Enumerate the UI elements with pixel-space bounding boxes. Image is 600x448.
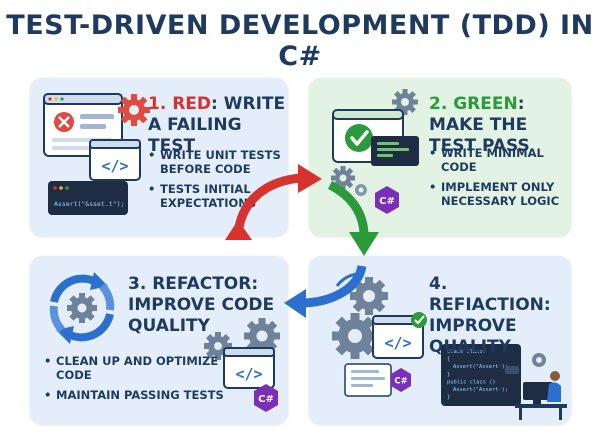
gear-icon [332, 313, 378, 359]
code-line: Assert("Assert·); [453, 364, 508, 370]
code-line: } [447, 395, 450, 401]
checkmark-icon [345, 124, 373, 152]
code-window-icon: </> [89, 139, 141, 181]
svg-text:</>: </> [101, 157, 128, 175]
csharp-logo-icon: C# [254, 384, 278, 412]
checkmark-icon [411, 312, 427, 328]
terminal-code-text: Assert("&sset.t"); [54, 200, 124, 208]
browser-error-icon [43, 93, 123, 157]
list-item: MAINTAIN PASSING TESTS [44, 388, 224, 402]
svg-text:C#: C# [258, 394, 274, 405]
svg-text:C#: C# [394, 377, 407, 387]
panel-refactor: </> C# 3. REFACTOR: IMPROVE CODE QUALITY… [30, 256, 288, 424]
page-title: TEST-DRIVEN DEVELOPMENT (TDD) IN C# [6, 10, 594, 72]
panel-red-keyword: RED [172, 94, 212, 114]
red-illustration: </> Assert("&sset.t"); [43, 93, 150, 215]
panel-green-keyword: GREEN [453, 94, 518, 114]
svg-text:C#: C# [379, 196, 395, 207]
cycle-arrows-icon [49, 272, 115, 344]
panel-red-title: 1. RED: WRITE A FAILING TEST [148, 94, 288, 157]
code-line: class Clasor [447, 349, 487, 355]
gear-icon [67, 293, 97, 323]
gear-icon [331, 166, 355, 190]
code-line: public class () [447, 379, 496, 385]
panel-red-bullets: WRITE UNIT TESTS BEFORE CODE TESTS INITI… [148, 148, 284, 216]
list-item: IMPLEMENT ONLY NECESSARY LOGIC [429, 180, 567, 208]
panel-red-number: 1. [148, 94, 167, 114]
panel-red: </> Assert("&sset.t"); 1. RED: WRITE A F… [30, 78, 288, 236]
gear-icon [118, 94, 150, 126]
panel-refactor-title: 3. REFACTOR: IMPROVE CODE QUALITY [128, 274, 275, 336]
code-panel: class Clasor{Assert("Assert·);}public cl… [441, 344, 521, 406]
panel-green-bullets: WRITE MINIMAL CODE IMPLEMENT ONLY NECESS… [429, 146, 567, 214]
gear-icon [392, 89, 418, 115]
list-item: WRITE MINIMAL CODE [429, 146, 567, 174]
panel-red-title-rest: : WRITE A FAILING TEST [148, 94, 286, 156]
panel-green-number: 2. [429, 94, 448, 114]
gear-icon [355, 184, 367, 196]
code-line: Assert("Assert·); [453, 387, 508, 393]
gear-icon [350, 277, 388, 315]
svg-text:</>: </> [384, 334, 411, 352]
document-icon [344, 363, 392, 397]
terminal-icon: Assert("&sset.t"); [48, 181, 128, 215]
csharp-logo-icon: C# [375, 186, 399, 214]
gear-icon [532, 353, 546, 367]
code-window-icon: </> [223, 347, 275, 389]
code-line: { [447, 357, 450, 363]
panel-green: C# 2. GREEN: MAKE THE TEST PASS WRITE MI… [309, 78, 571, 236]
code-line: } [447, 372, 450, 378]
panel-refactor-bullets: CLEAN UP AND OPTIMIZE CODE MAINTAIN PASS… [44, 354, 224, 408]
green-illustration: C# [331, 89, 419, 214]
csharp-logo-icon: C# [391, 368, 411, 392]
list-item: CLEAN UP AND OPTIMIZE CODE [44, 354, 224, 382]
svg-text:</>: </> [235, 365, 262, 383]
code-window-icon: </> [372, 315, 424, 359]
list-item: WRITE UNIT TESTS BEFORE CODE [148, 148, 284, 176]
refactor-illustration: </> C# [49, 272, 280, 412]
developer-at-desk-icon [515, 371, 567, 420]
panel-refiaction: </> C# class Clasor{Assert("Assert·);}pu… [309, 256, 571, 424]
panel-refiaction-title: 4. REFIACTION: IMPROVE QUALITY [429, 274, 551, 357]
refiaction-illustration: </> C# class Clasor{Assert("Assert·);}pu… [332, 272, 567, 420]
list-item: TESTS INITIAL EXPECTATIONS [148, 182, 284, 210]
code-screen-icon [371, 136, 419, 166]
